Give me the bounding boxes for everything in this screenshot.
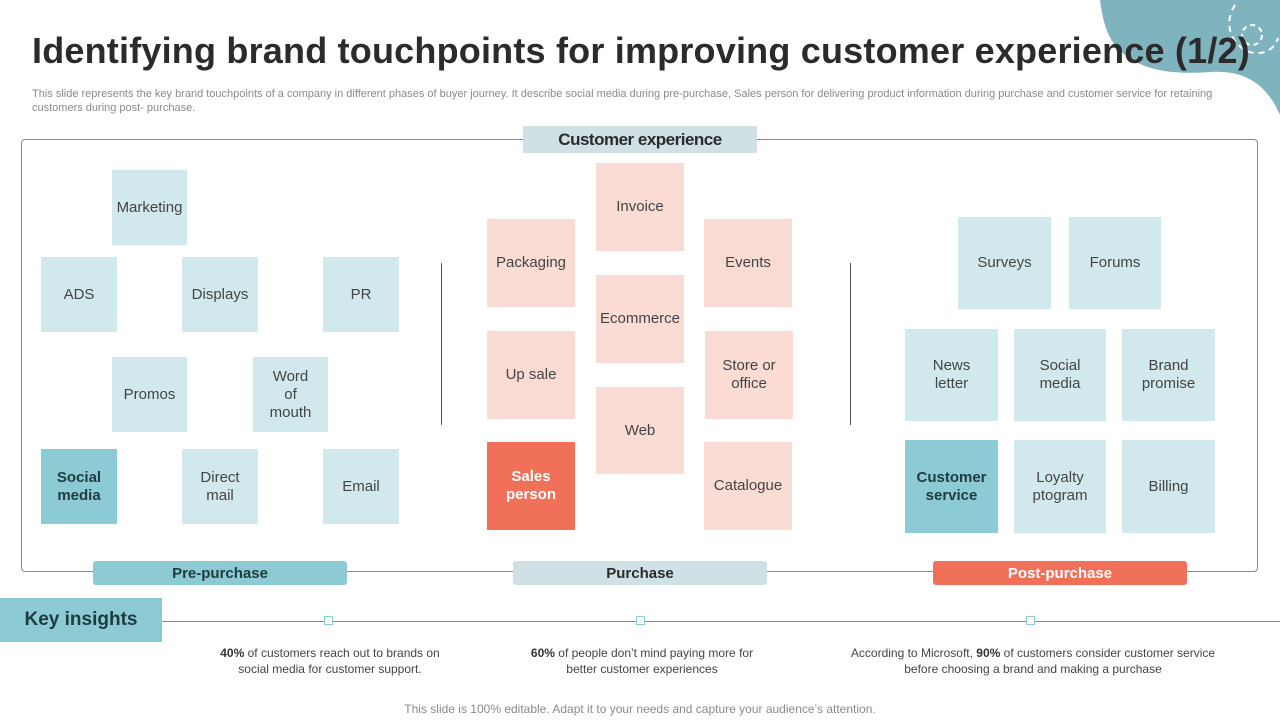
phase-purchase: Purchase xyxy=(513,561,767,585)
phase-post-purchase: Post-purchase xyxy=(933,561,1187,585)
touchpoint-loyalty-program: Loyalty ptogram xyxy=(1014,440,1106,533)
insight-3-highlight: 90% xyxy=(976,646,1001,660)
touchpoint-web: Web xyxy=(596,387,684,474)
touchpoint-promos: Promos xyxy=(112,357,187,432)
touchpoint-catalogue: Catalogue xyxy=(704,442,792,530)
touchpoint-events: Events xyxy=(704,219,792,307)
touchpoint-news-letter: News letter xyxy=(905,329,998,421)
touchpoint-sales-person: Sales person xyxy=(487,442,575,530)
divider-left xyxy=(441,263,442,425)
touchpoint-social-media-post: Social media xyxy=(1014,329,1106,421)
customer-experience-label: Customer experience xyxy=(523,126,757,153)
key-insights-label: Key insights xyxy=(0,598,162,642)
page-title: Identifying brand touchpoints for improv… xyxy=(32,30,1250,71)
page-subtitle: This slide represents the key brand touc… xyxy=(32,88,1213,114)
divider-right xyxy=(850,263,851,425)
phase-pre-purchase: Pre-purchase xyxy=(93,561,347,585)
touchpoint-up-sale: Up sale xyxy=(487,331,575,419)
touchpoint-brand-promise: Brand promise xyxy=(1122,329,1215,421)
touchpoint-ecommerce: Ecommerce xyxy=(596,275,684,363)
touchpoint-store-or-office: Store or office xyxy=(705,331,793,419)
footer-note: This slide is 100% editable. Adapt it to… xyxy=(404,702,876,716)
touchpoint-customer-service: Customer service xyxy=(905,440,998,533)
touchpoint-displays: Displays xyxy=(182,257,258,332)
touchpoint-invoice: Invoice xyxy=(596,163,684,251)
touchpoint-pr: PR xyxy=(323,257,399,332)
touchpoint-billing: Billing xyxy=(1122,440,1215,533)
touchpoint-ads: ADS xyxy=(41,257,117,332)
insight-marker-2 xyxy=(636,616,645,625)
touchpoint-marketing: Marketing xyxy=(112,170,187,245)
touchpoint-word-of-mouth: Word of mouth xyxy=(253,357,328,432)
touchpoint-direct-mail: Direct mail xyxy=(182,449,258,524)
touchpoint-packaging: Packaging xyxy=(487,219,575,307)
insight-marker-3 xyxy=(1026,616,1035,625)
insight-marker-1 xyxy=(324,616,333,625)
key-insights-line xyxy=(162,621,1280,622)
insight-2: 60% of people don’t mind paying more for… xyxy=(530,646,754,676)
insight-1-highlight: 40% xyxy=(220,646,245,660)
touchpoint-forums: Forums xyxy=(1069,217,1161,309)
corner-decoration xyxy=(1100,0,1280,115)
touchpoint-email: Email xyxy=(323,449,399,524)
touchpoint-surveys: Surveys xyxy=(958,217,1051,309)
insight-3: According to Microsoft, 90% of customers… xyxy=(850,646,1216,676)
insight-2-highlight: 60% xyxy=(530,646,555,660)
touchpoint-social-media-pre: Social media xyxy=(41,449,117,524)
insight-1: 40% of customers reach out to brands on … xyxy=(220,646,440,676)
